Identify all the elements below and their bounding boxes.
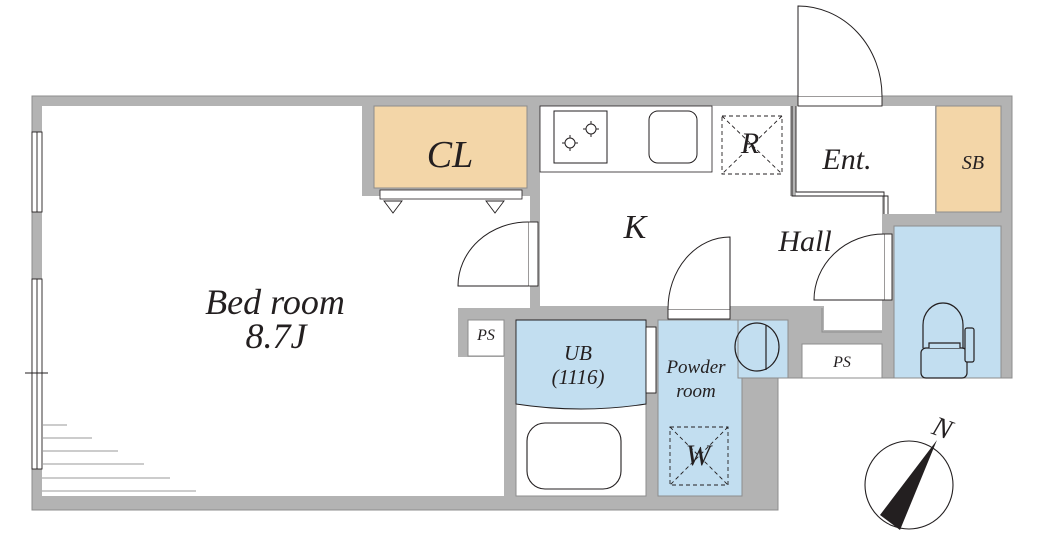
floor-hatching (42, 424, 196, 492)
pipe-space-right-notch (802, 318, 812, 344)
closet-area (373, 105, 528, 189)
hall-notch (821, 308, 882, 333)
unit-bath-label: UB (564, 341, 592, 365)
window-upper (31, 131, 43, 213)
powder-room-label-2: room (676, 381, 716, 402)
entrance-label: Ent. (822, 143, 872, 176)
powder-room-label-1: Powder (666, 357, 726, 378)
unit-bath-door[interactable] (645, 326, 657, 394)
powder-room-floor (657, 319, 743, 497)
bedroom-size: 8.7J (245, 316, 307, 356)
shoe-box-area (935, 105, 1002, 213)
toilet-door-jamb (883, 233, 893, 301)
refrigerator-label: R (740, 127, 760, 160)
closet-door-marker-right (485, 200, 505, 214)
bedroom-floor (42, 106, 362, 496)
pipe-space-right-label: PS (833, 354, 851, 371)
powder-room-door-swing[interactable] (667, 236, 731, 310)
bedroom-floor-gap (362, 106, 374, 196)
powder-room-door-jamb (667, 308, 731, 320)
washer-space (669, 426, 729, 486)
toilet-door-swing[interactable] (813, 233, 885, 301)
washbasin-icon (734, 322, 780, 372)
burner-icon (562, 121, 599, 151)
washbasin-area (737, 319, 789, 379)
closet-door-marker-left (383, 200, 403, 214)
front-door-swing[interactable] (797, 5, 883, 97)
closet-label: CL (426, 134, 474, 176)
pipe-space-left (467, 319, 505, 357)
kitchen-label: K (623, 209, 647, 246)
sink-icon (648, 110, 698, 164)
entrance-floor (796, 106, 935, 214)
refrigerator-space (721, 115, 783, 175)
hall-label: Hall (778, 225, 832, 258)
pipe-space-left-label: PS (477, 327, 495, 344)
pipe-space-right (801, 343, 883, 379)
washer-label: W (685, 439, 711, 472)
shoe-box-label: SB (961, 152, 985, 174)
unit-bath-size: (1116) (551, 365, 605, 389)
bathtub-icon (526, 422, 622, 490)
bedroom-name: Bed room (205, 282, 345, 322)
closet-door-track (379, 189, 523, 200)
hall-floor-ext (824, 306, 882, 330)
unit-bath-wet-area (515, 319, 647, 410)
front-door-opening (797, 95, 883, 107)
window-lower (25, 278, 48, 470)
bedroom-door-jamb (527, 221, 539, 287)
entrance-step-line (791, 106, 889, 214)
toilet-icon (920, 302, 975, 379)
compass-icon (864, 440, 954, 530)
stove-icon (553, 110, 608, 164)
bedroom-door-swing[interactable] (457, 221, 529, 287)
